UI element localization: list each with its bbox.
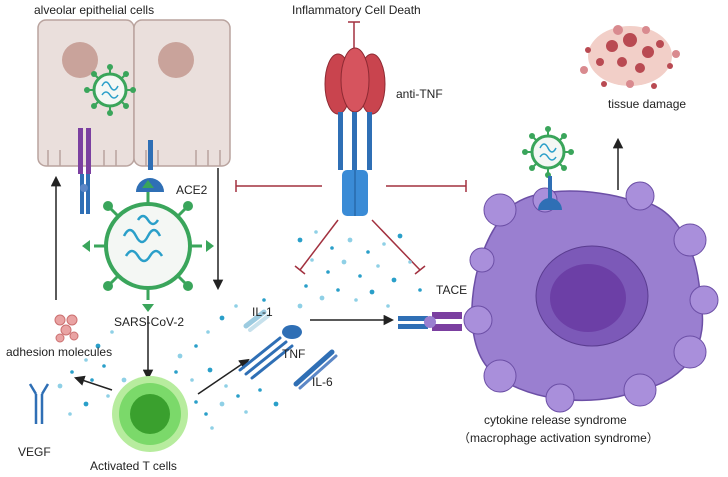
cytokine-dot (90, 378, 94, 382)
cytokine-dot (68, 412, 72, 416)
cytokine-dots-icon (57, 230, 422, 430)
cytokine-dot (341, 259, 347, 265)
label-il1: IL-1 (252, 305, 273, 319)
cytokine-dot (174, 370, 178, 374)
cytokine-dot (408, 260, 412, 264)
cytokine-dot (347, 237, 353, 243)
label-ace2: ACE2 (176, 183, 208, 197)
label-cytokine-release-syndrome: cytokine release syndrome (484, 413, 627, 427)
label-vegf: VEGF (18, 445, 51, 459)
cytokine-dot (84, 358, 88, 362)
cytokine-dot (376, 264, 380, 268)
label-tissue-damage: tissue damage (608, 97, 687, 111)
macrophage-receptor-icon (538, 176, 562, 210)
cytokine-dot (418, 288, 422, 292)
label-anti-tnf: anti-TNF (396, 87, 443, 101)
cytokine-dot (319, 295, 325, 301)
cytokine-dot (194, 344, 198, 348)
t-cell-icon (112, 376, 188, 452)
flow-arrows (50, 137, 624, 395)
cytokine-dot (262, 298, 266, 302)
cytokine-dot (330, 246, 334, 250)
cytokine-dot (304, 284, 308, 288)
cytokine-dot (314, 230, 318, 234)
cytokine-dot (236, 394, 240, 398)
cytokine-dot (106, 394, 110, 398)
cytokine-dot (297, 303, 303, 309)
cytokine-dot (83, 401, 89, 407)
cytokine-dot (358, 274, 362, 278)
cytokine-dot (366, 250, 370, 254)
label-sars-cov-2: SARS-CoV-2 (114, 315, 185, 329)
cytokine-dot (219, 401, 225, 407)
il6-cytokine-icon (293, 349, 338, 390)
inhibition-lines (235, 21, 467, 275)
cytokine-dot (310, 258, 314, 262)
cytokine-dot (210, 426, 214, 430)
alveolar-epithelial-cells (37, 19, 231, 167)
cytokine-dot (194, 400, 198, 404)
label-inflammatory-cell-death: Inflammatory Cell Death (292, 3, 421, 17)
label-adhesion-molecules: adhesion molecules (6, 345, 113, 359)
cytokine-dot (273, 401, 279, 407)
il1-cytokine-icon (243, 309, 270, 332)
cytokine-dot (336, 288, 340, 292)
cytokine-dot (102, 364, 106, 368)
cytokine-dot (110, 330, 114, 334)
cytokine-dot (244, 410, 248, 414)
sars-cov-2-virus-icon (82, 180, 214, 312)
cytokine-dot (95, 343, 101, 349)
cytokine-dot (386, 304, 390, 308)
cytokine-dot (70, 370, 74, 374)
cytokine-dot (382, 242, 386, 246)
cytokine-dot (258, 388, 262, 392)
cytokine-dot (224, 384, 228, 388)
tissue-damage-icon (580, 25, 680, 89)
cytokine-dot (391, 277, 397, 283)
macrophage-icon (463, 181, 719, 413)
vegf-receptor-icon (28, 383, 50, 424)
label-activated-t-cells: Activated T cells (90, 459, 177, 473)
anti-tnf-antibody-icon (324, 47, 386, 216)
cytokine-dot (190, 378, 194, 382)
cytokine-dot (207, 367, 213, 373)
cytokine-dot (204, 412, 208, 416)
label-alveolar-epithelial-cells: alveolar epithelial cells (34, 3, 155, 17)
cytokine-dot (354, 298, 358, 302)
adhesion-molecule-icon (54, 314, 79, 343)
cytokine-dot (397, 233, 403, 239)
label-macrophage-activation-syndrome: （macrophage activation syndrome） (458, 431, 659, 445)
virus-icon (520, 124, 576, 180)
label-tnf: TNF (282, 347, 306, 361)
cytokine-dot (57, 383, 63, 389)
cytokine-dot (234, 304, 238, 308)
cytokine-dot (177, 353, 183, 359)
cytokine-dot (219, 315, 225, 321)
cytokine-dot (297, 237, 303, 243)
tnf-icon (238, 325, 302, 380)
tace-receptor-icon (398, 312, 462, 331)
cytokine-dot (121, 377, 127, 383)
adhesion-receptor-icon (78, 128, 91, 214)
label-il6: IL-6 (312, 375, 333, 389)
cytokine-dot (326, 270, 330, 274)
nucleus-icon (62, 42, 98, 78)
label-tace: TACE (436, 283, 468, 297)
cytokine-dot (369, 289, 375, 295)
cytokine-dot (206, 330, 210, 334)
